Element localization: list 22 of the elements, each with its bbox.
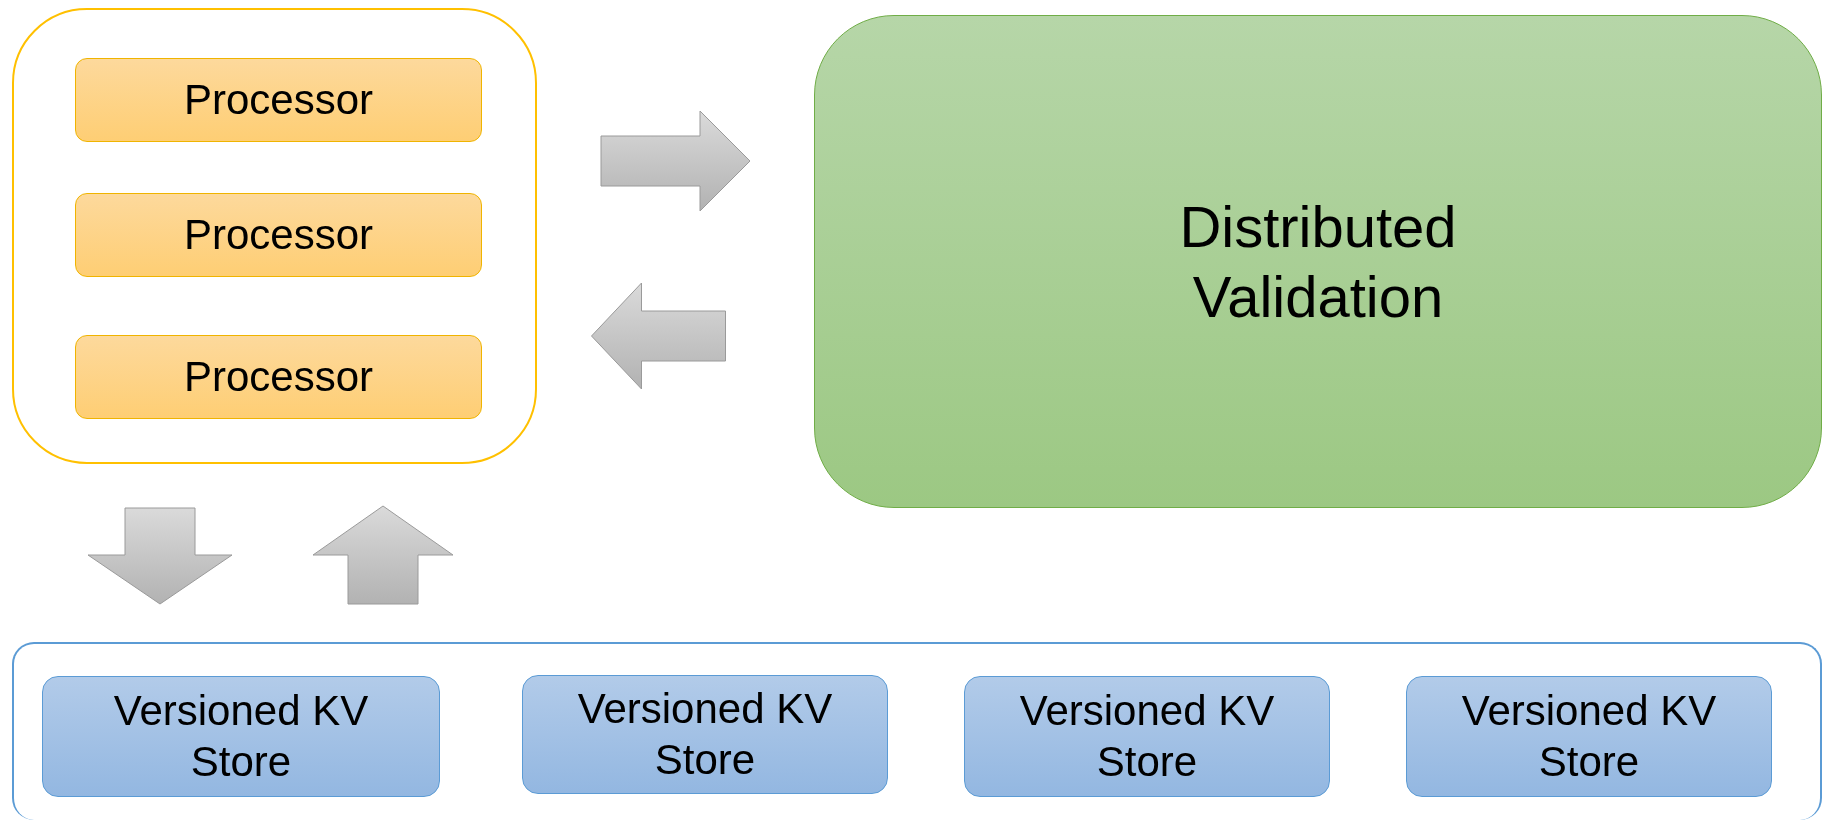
store-box xyxy=(964,676,1330,797)
block-arrow xyxy=(312,505,454,605)
node-label: Versioned KV Store xyxy=(112,686,370,787)
processor-box xyxy=(75,193,482,277)
processor-box xyxy=(75,58,482,142)
group-container xyxy=(12,8,537,464)
block-arrow xyxy=(600,110,751,212)
node-label: Processor xyxy=(183,74,374,125)
block-arrow xyxy=(591,282,726,390)
store-box xyxy=(1406,676,1772,797)
processor-box xyxy=(75,335,482,419)
node-label: Versioned KV Store xyxy=(576,684,834,785)
node-label: Versioned KV Store xyxy=(1460,686,1718,787)
store-box xyxy=(522,675,888,794)
node-label: Processor xyxy=(183,209,374,260)
block-arrow xyxy=(87,507,233,605)
node-label: Processor xyxy=(183,351,374,402)
node-label: Distributed Validation xyxy=(1178,192,1458,331)
process-box xyxy=(814,15,1822,508)
group-container xyxy=(12,642,1822,820)
node-label: Versioned KV Store xyxy=(1018,686,1276,787)
store-box xyxy=(42,676,440,797)
